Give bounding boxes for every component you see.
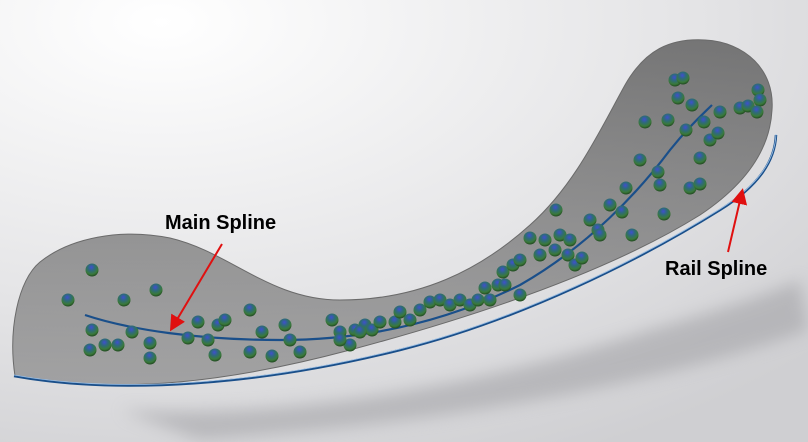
particle-sphere [403,313,417,327]
particle-sphere [125,325,139,339]
particle-sphere [181,331,195,345]
particle-sphere [638,115,652,129]
particle-sphere [365,323,379,337]
particle-sphere [443,298,457,312]
particle-sphere [657,207,671,221]
particle-sphere [533,248,547,262]
particle-sphere [679,123,693,137]
particle-sphere [683,181,697,195]
particle-sphere [478,281,492,295]
particle-sphere [373,315,387,329]
particle-sphere [751,83,765,97]
particle-sphere [353,325,367,339]
rail-spline-label: Rail Spline [665,258,768,280]
particle-sphere [149,283,163,297]
particle-sphere [549,203,563,217]
particle-sphere [498,278,512,292]
particle-sphere [433,293,447,307]
particle-sphere [625,228,639,242]
particle-sphere [283,333,297,347]
particle-sphere [523,231,537,245]
particle-sphere [85,263,99,277]
particle-sphere [513,253,527,267]
particle-sphere [563,233,577,247]
particle-sphere [583,213,597,227]
particle-sphere [83,343,97,357]
particle-sphere [653,178,667,192]
particle-sphere [393,305,407,319]
particle-sphere [661,113,675,127]
main-spline-arrow [169,243,223,332]
particle-sphere [208,348,222,362]
particle-sphere [343,338,357,352]
particle-sphere [633,153,647,167]
particle-sphere [388,315,402,329]
particle-sphere [453,293,467,307]
particle-sphere [685,98,699,112]
particle-sphere [603,198,617,212]
particle-sphere [265,349,279,363]
particle-sphere [711,126,725,140]
particle-sphere [85,323,99,337]
main-spline-label: Main Spline [165,212,277,234]
shadow [120,280,808,440]
particle-sphere [575,251,589,265]
particle-sphere [471,293,485,307]
particle-sphere [619,181,633,195]
particle-sphere [191,315,205,329]
particle-sphere [538,233,552,247]
particle-sphere [593,228,607,242]
particle-sphere [753,93,767,107]
particle-sphere [143,336,157,350]
particle-sphere [413,303,427,317]
particle-sphere [278,318,292,332]
particle-sphere [693,151,707,165]
particle-sphere [98,338,112,352]
particle-sphere [201,333,215,347]
particle-sphere [496,265,510,279]
particle-sphere [483,293,497,307]
sweep-surface [12,39,773,386]
particle-sphere [117,293,131,307]
particle-sphere [615,205,629,219]
particle-sphere [750,105,764,119]
particle-sphere [423,295,437,309]
particle-sphere [676,71,690,85]
particle-sphere [325,313,339,327]
particle-sphere [111,338,125,352]
particle-sphere [143,351,157,365]
particle-sphere [671,91,685,105]
particle-sphere [293,345,307,359]
particle-sphere [333,333,347,347]
particle-sphere [513,288,527,302]
particle-sphere [713,105,727,119]
particle-sphere [693,177,707,191]
rail-spline-arrow [727,188,748,253]
particle-sphere [548,243,562,257]
particle-sphere [553,228,567,242]
particle-sphere [243,303,257,317]
particle-sphere [255,325,269,339]
particle-sphere [651,165,665,179]
particle-sphere [243,345,257,359]
particle-sphere [561,248,575,262]
particle-spheres [61,71,767,365]
particle-sphere [697,115,711,129]
particle-sphere [218,313,232,327]
particle-sphere [61,293,75,307]
